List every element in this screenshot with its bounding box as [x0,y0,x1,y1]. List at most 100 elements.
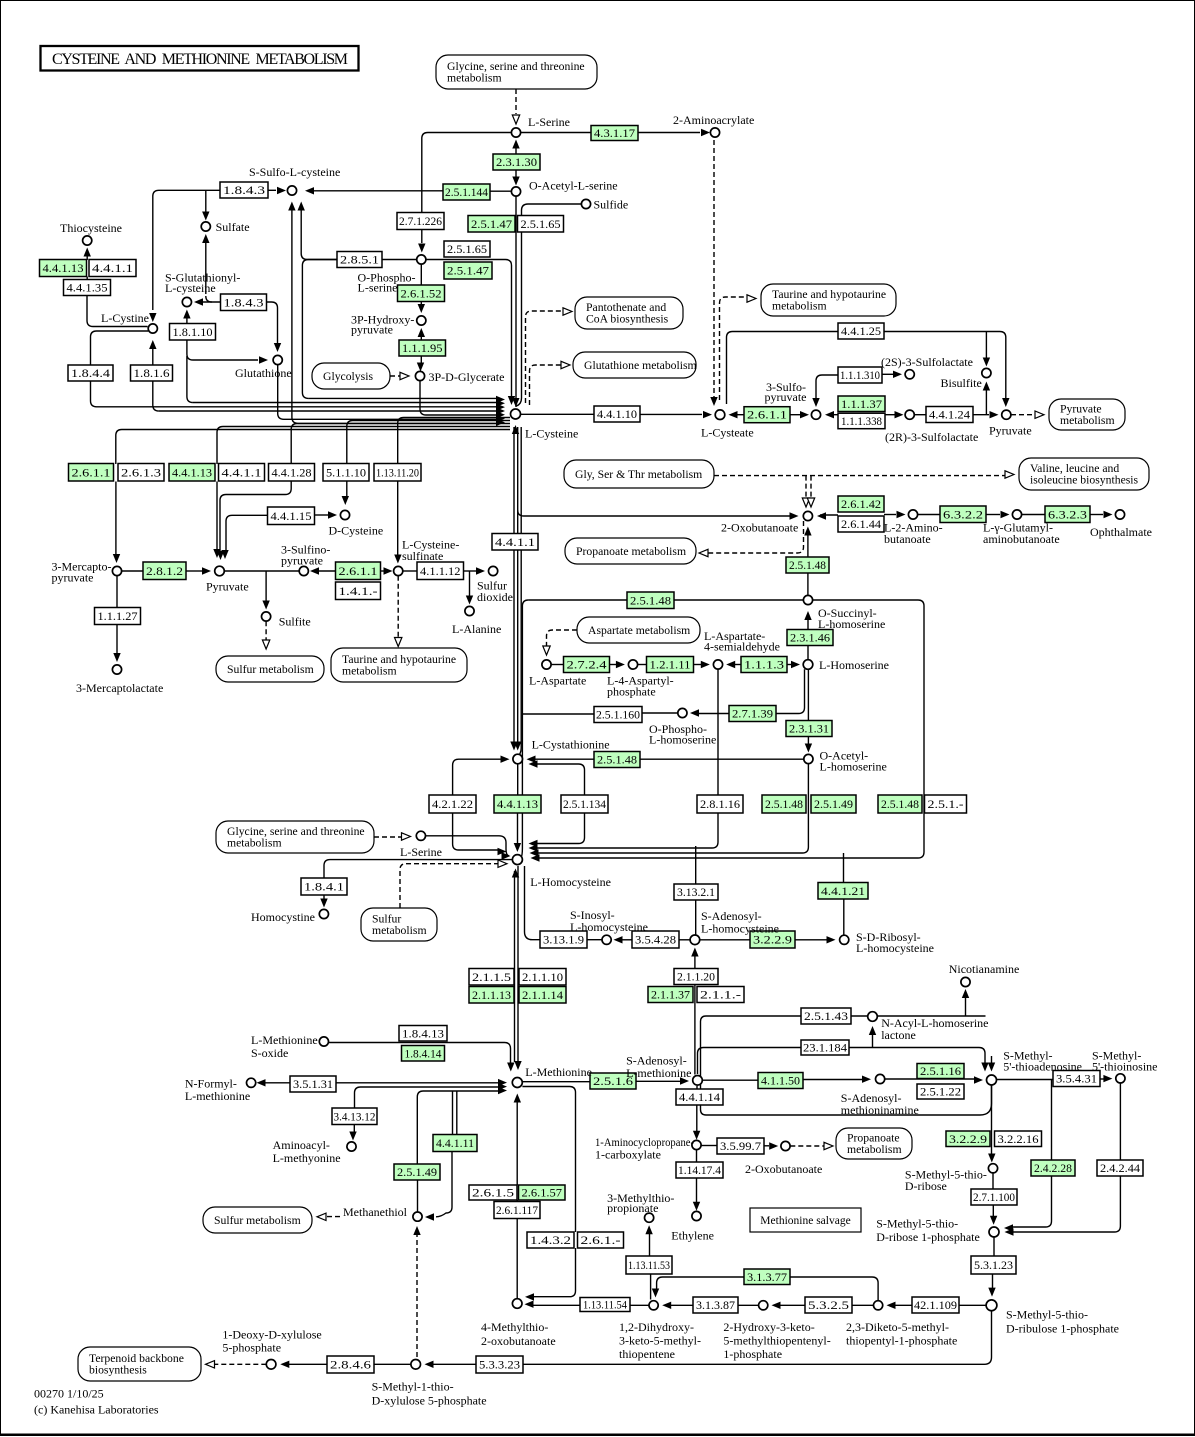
svg-text:metabolism: metabolism [772,300,827,313]
svg-text:S-Adenosyl-: S-Adenosyl- [701,909,762,923]
svg-text:O-Succinyl-: O-Succinyl- [818,606,877,620]
svg-text:S-Adenosyl-: S-Adenosyl- [841,1091,902,1105]
svg-text:1.2.1.11: 1.2.1.11 [650,658,691,672]
svg-text:3.2.2.16: 3.2.2.16 [998,1132,1039,1146]
svg-text:1.8.4.13: 1.8.4.13 [402,1026,444,1040]
svg-text:L-Serine: L-Serine [400,845,442,859]
svg-text:2.5.1.134: 2.5.1.134 [563,797,606,811]
svg-text:2.3.1.30: 2.3.1.30 [496,155,537,169]
svg-text:1.1.1.95: 1.1.1.95 [402,341,443,355]
svg-text:Ophthalmate: Ophthalmate [1090,525,1152,539]
svg-text:2.6.1.-: 2.6.1.- [581,1233,621,1247]
svg-text:5.1.1.10: 5.1.1.10 [326,465,366,479]
svg-text:2.5.1.48: 2.5.1.48 [765,797,803,811]
svg-text:Nicotianamine: Nicotianamine [949,962,1020,976]
svg-text:S-Glutathionyl-: S-Glutathionyl- [165,271,240,285]
svg-text:L-Cysteine-: L-Cysteine- [402,538,459,552]
svg-text:L-homoserine: L-homoserine [820,760,887,774]
svg-text:Pyruvate: Pyruvate [989,424,1032,438]
svg-text:1.8.1.6: 1.8.1.6 [134,366,170,380]
svg-text:23.1.184: 23.1.184 [803,1041,847,1055]
svg-text:Taurine and hypotaurine: Taurine and hypotaurine [342,653,456,666]
svg-text:O-Phospho-: O-Phospho- [649,722,707,736]
svg-text:methioninamine: methioninamine [841,1103,919,1117]
svg-text:2.3.1.31: 2.3.1.31 [789,722,829,736]
svg-text:2.5.1.65: 2.5.1.65 [521,217,561,231]
svg-text:3.4.13.12: 3.4.13.12 [334,1109,376,1123]
svg-text:Pyruvate: Pyruvate [206,580,249,594]
svg-text:2.5.1.48: 2.5.1.48 [881,797,919,811]
svg-text:2.6.1.3: 2.6.1.3 [121,465,161,479]
svg-text:metabolism: metabolism [372,924,427,937]
svg-text:2.6.1.57: 2.6.1.57 [522,1186,563,1200]
svg-text:4-semialdehyde: 4-semialdehyde [704,640,780,654]
svg-text:3.5.99.7: 3.5.99.7 [720,1139,761,1153]
svg-text:2.5.1.47: 2.5.1.47 [447,264,489,278]
svg-text:Gly, Ser & Thr metabolism: Gly, Ser & Thr metabolism [575,468,702,481]
svg-text:5-phosphate: 5-phosphate [222,1341,281,1355]
svg-text:00270 1/10/25: 00270 1/10/25 [34,1387,104,1401]
svg-text:1.13.11.54: 1.13.11.54 [583,1298,627,1312]
svg-text:2.5.1.48: 2.5.1.48 [630,593,671,607]
svg-text:1.14.17.4: 1.14.17.4 [678,1163,721,1177]
svg-text:L-homocysteine: L-homocysteine [856,941,934,955]
svg-text:Valine, leucine and: Valine, leucine and [1030,462,1119,475]
svg-text:4.4.1.28: 4.4.1.28 [272,465,312,479]
svg-text:1.1.1.338: 1.1.1.338 [841,414,882,428]
svg-text:3-Sulfo-: 3-Sulfo- [766,380,806,394]
svg-text:4.4.1.14: 4.4.1.14 [679,1090,720,1104]
svg-text:3-Mercapto-: 3-Mercapto- [52,560,112,574]
svg-text:1-carboxylate: 1-carboxylate [595,1148,661,1162]
svg-text:L-cysteine: L-cysteine [165,281,216,295]
svg-text:S-Methyl-5-thio-: S-Methyl-5-thio- [876,1217,958,1231]
svg-text:Sulfur: Sulfur [372,913,401,926]
svg-text:Pantothenate and: Pantothenate and [586,301,666,314]
svg-text:3.5.1.31: 3.5.1.31 [293,1077,333,1091]
svg-text:Ethylene: Ethylene [671,1229,714,1243]
svg-text:2.5.1.43: 2.5.1.43 [804,1009,848,1023]
svg-text:3.2.2.9: 3.2.2.9 [949,1132,987,1146]
svg-text:2.6.1.44: 2.6.1.44 [841,517,881,531]
svg-text:(2R)-3-Sulfolactate: (2R)-3-Sulfolactate [885,430,978,444]
svg-text:2.1.1.10: 2.1.1.10 [522,970,563,984]
svg-text:D-ribose: D-ribose [905,1179,947,1193]
svg-text:3-Mercaptolactate: 3-Mercaptolactate [76,681,163,695]
svg-text:2.5.1.49: 2.5.1.49 [814,797,853,811]
svg-text:4.4.1.21: 4.4.1.21 [821,884,865,898]
svg-text:2.6.1.5: 2.6.1.5 [472,1186,514,1200]
svg-text:Pyruvate: Pyruvate [1060,403,1102,416]
svg-text:4.4.1.11: 4.4.1.11 [436,1136,474,1150]
svg-text:1.4.3.2: 1.4.3.2 [530,1233,571,1247]
svg-text:S-D-Ribosyl-: S-D-Ribosyl- [856,930,921,944]
svg-text:L-Aspartate-: L-Aspartate- [704,629,765,643]
svg-text:2.5.1.48: 2.5.1.48 [789,558,826,572]
svg-text:dioxide: dioxide [477,590,513,604]
svg-text:3.1.3.77: 3.1.3.77 [747,1270,787,1284]
svg-text:L-homocysteine: L-homocysteine [570,920,648,934]
svg-text:1.1.1.27: 1.1.1.27 [98,609,138,623]
svg-text:Sulfate: Sulfate [216,220,250,234]
svg-text:4.4.1.1: 4.4.1.1 [92,261,133,275]
svg-text:4.4.1.15: 4.4.1.15 [271,509,312,523]
svg-text:metabolism: metabolism [1060,414,1115,427]
svg-text:L-homoserine: L-homoserine [649,733,716,747]
svg-text:42.1.109: 42.1.109 [914,1298,957,1312]
svg-text:Glycine, serine and threonine: Glycine, serine and threonine [227,825,365,838]
svg-text:L-Serine: L-Serine [528,115,570,129]
svg-text:4.3.1.17: 4.3.1.17 [594,126,635,140]
svg-text:4.4.1.35: 4.4.1.35 [67,281,108,295]
svg-text:pyruvate: pyruvate [351,323,393,337]
svg-text:butanoate: butanoate [884,532,931,546]
svg-text:S-Methyl-: S-Methyl- [1003,1049,1052,1063]
svg-text:L-Cysteate: L-Cysteate [701,426,754,440]
svg-text:Propanoate: Propanoate [847,1132,900,1145]
svg-text:2.5.1.22: 2.5.1.22 [920,1085,961,1099]
svg-text:5'-thioinosine: 5'-thioinosine [1092,1060,1158,1074]
svg-text:2.5.1.65: 2.5.1.65 [447,242,487,256]
svg-text:4.4.1.13: 4.4.1.13 [497,797,538,811]
svg-text:sulfinate: sulfinate [402,549,443,563]
svg-text:L-serine: L-serine [358,281,398,295]
svg-text:2.6.1.117: 2.6.1.117 [496,1203,538,1217]
svg-text:lactone: lactone [881,1028,916,1042]
svg-text:4.4.1.1: 4.4.1.1 [495,535,535,549]
